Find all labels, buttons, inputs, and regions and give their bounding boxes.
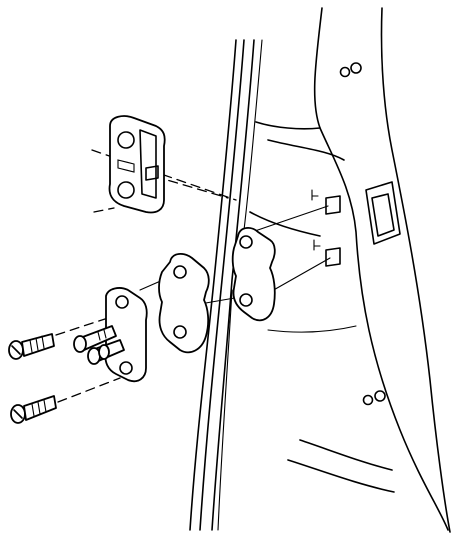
body-pillar	[249, 7, 451, 533]
striker-cover	[108, 115, 166, 214]
mounting-plate	[104, 287, 148, 383]
striker-bolts	[73, 325, 125, 365]
screw-upper	[8, 333, 55, 360]
spacer-front	[158, 253, 210, 354]
spacer-rear	[231, 227, 276, 322]
door-edge	[189, 39, 263, 531]
screw-lower	[10, 395, 57, 424]
